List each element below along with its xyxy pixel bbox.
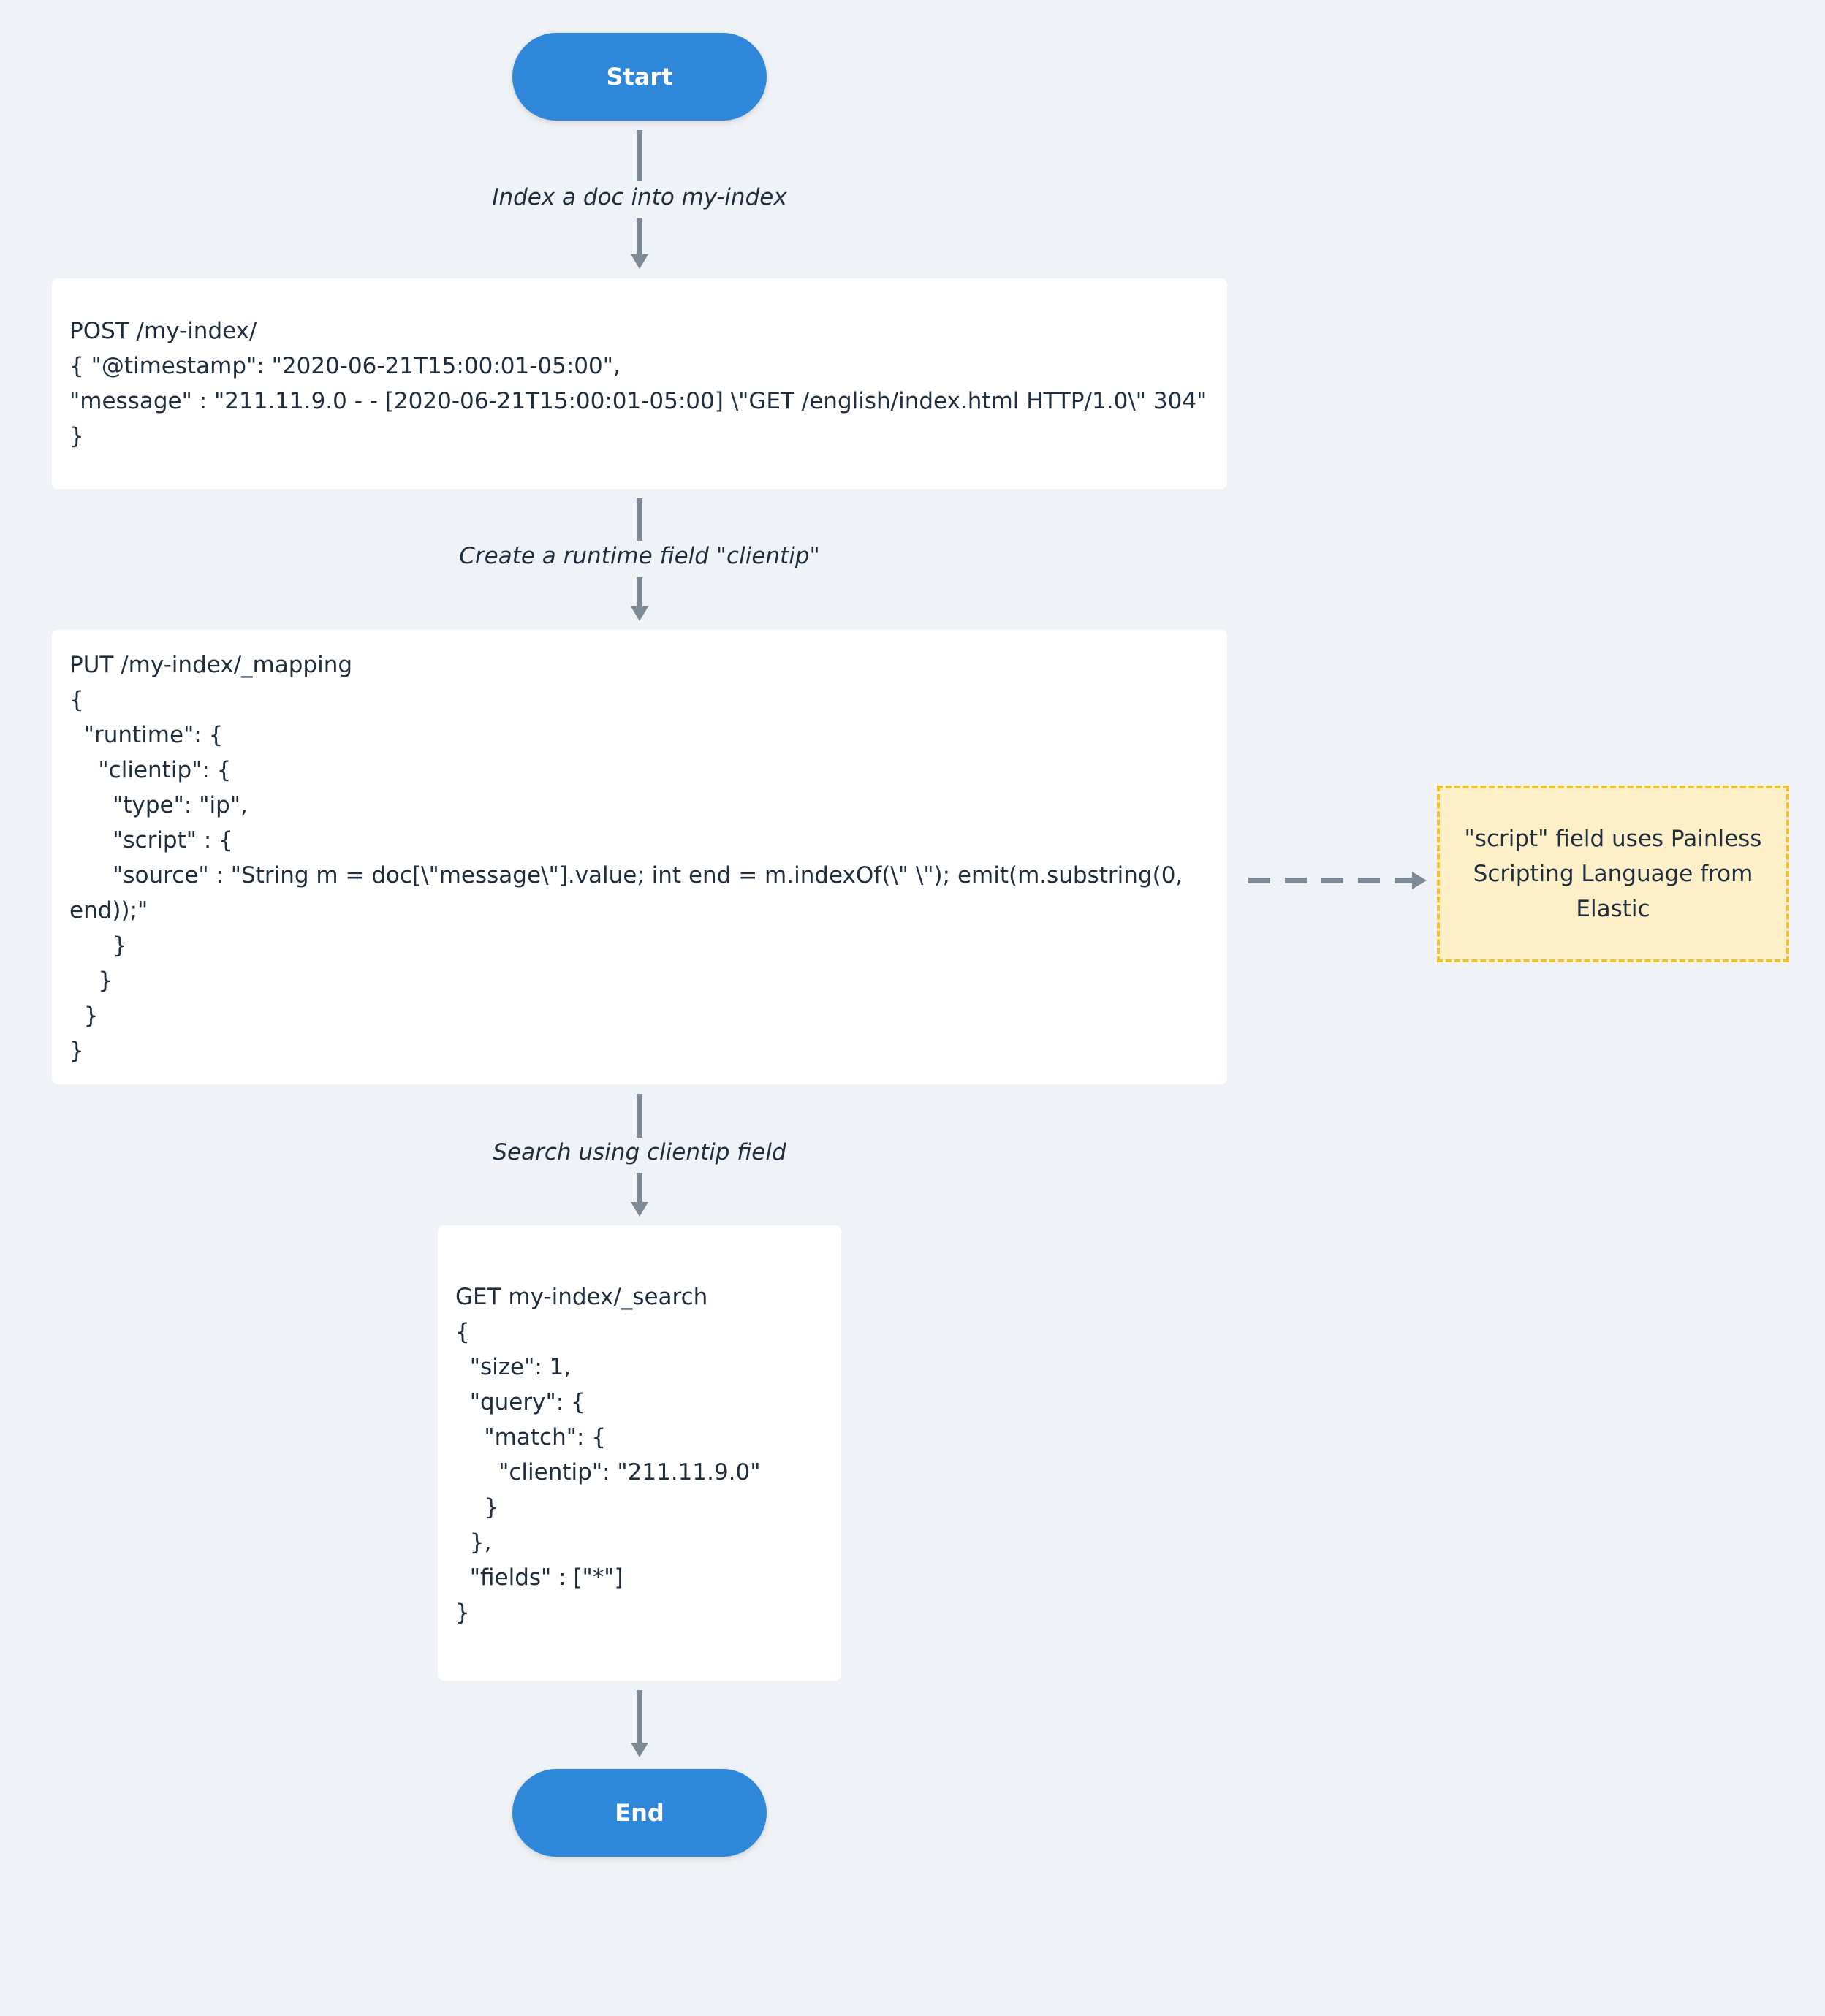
arrowhead-post bbox=[631, 254, 648, 269]
arrowhead-get bbox=[631, 1202, 648, 1217]
post-request-code: POST /my-index/ { "@timestamp": "2020-06… bbox=[69, 318, 1207, 449]
get-search-code: GET my-index/_search { "size": 1, "query… bbox=[455, 1284, 761, 1626]
edge-label-index-doc: Index a doc into my-index bbox=[492, 184, 787, 210]
put-mapping-code: PUT /my-index/_mapping { "runtime": { "c… bbox=[69, 652, 1183, 1064]
edge-label-create-runtime: Create a runtime field "clientip" bbox=[459, 543, 820, 569]
note-text: "script" field uses Painless Scripting L… bbox=[1464, 826, 1762, 922]
end-node: End bbox=[512, 1769, 767, 1857]
start-label: Start bbox=[606, 63, 673, 91]
painless-script-note: "script" field uses Painless Scripting L… bbox=[1437, 786, 1789, 962]
arrowhead-put bbox=[631, 606, 648, 621]
get-search-node: GET my-index/_search { "size": 1, "query… bbox=[438, 1225, 841, 1681]
arrowhead-end bbox=[631, 1743, 648, 1757]
end-label: End bbox=[615, 1799, 664, 1827]
put-mapping-node: PUT /my-index/_mapping { "runtime": { "c… bbox=[52, 630, 1227, 1084]
start-node: Start bbox=[512, 33, 767, 121]
post-request-node: POST /my-index/ { "@timestamp": "2020-06… bbox=[52, 278, 1227, 489]
edge-label-search: Search using clientip field bbox=[493, 1139, 786, 1165]
arrowhead-note bbox=[1412, 872, 1427, 889]
